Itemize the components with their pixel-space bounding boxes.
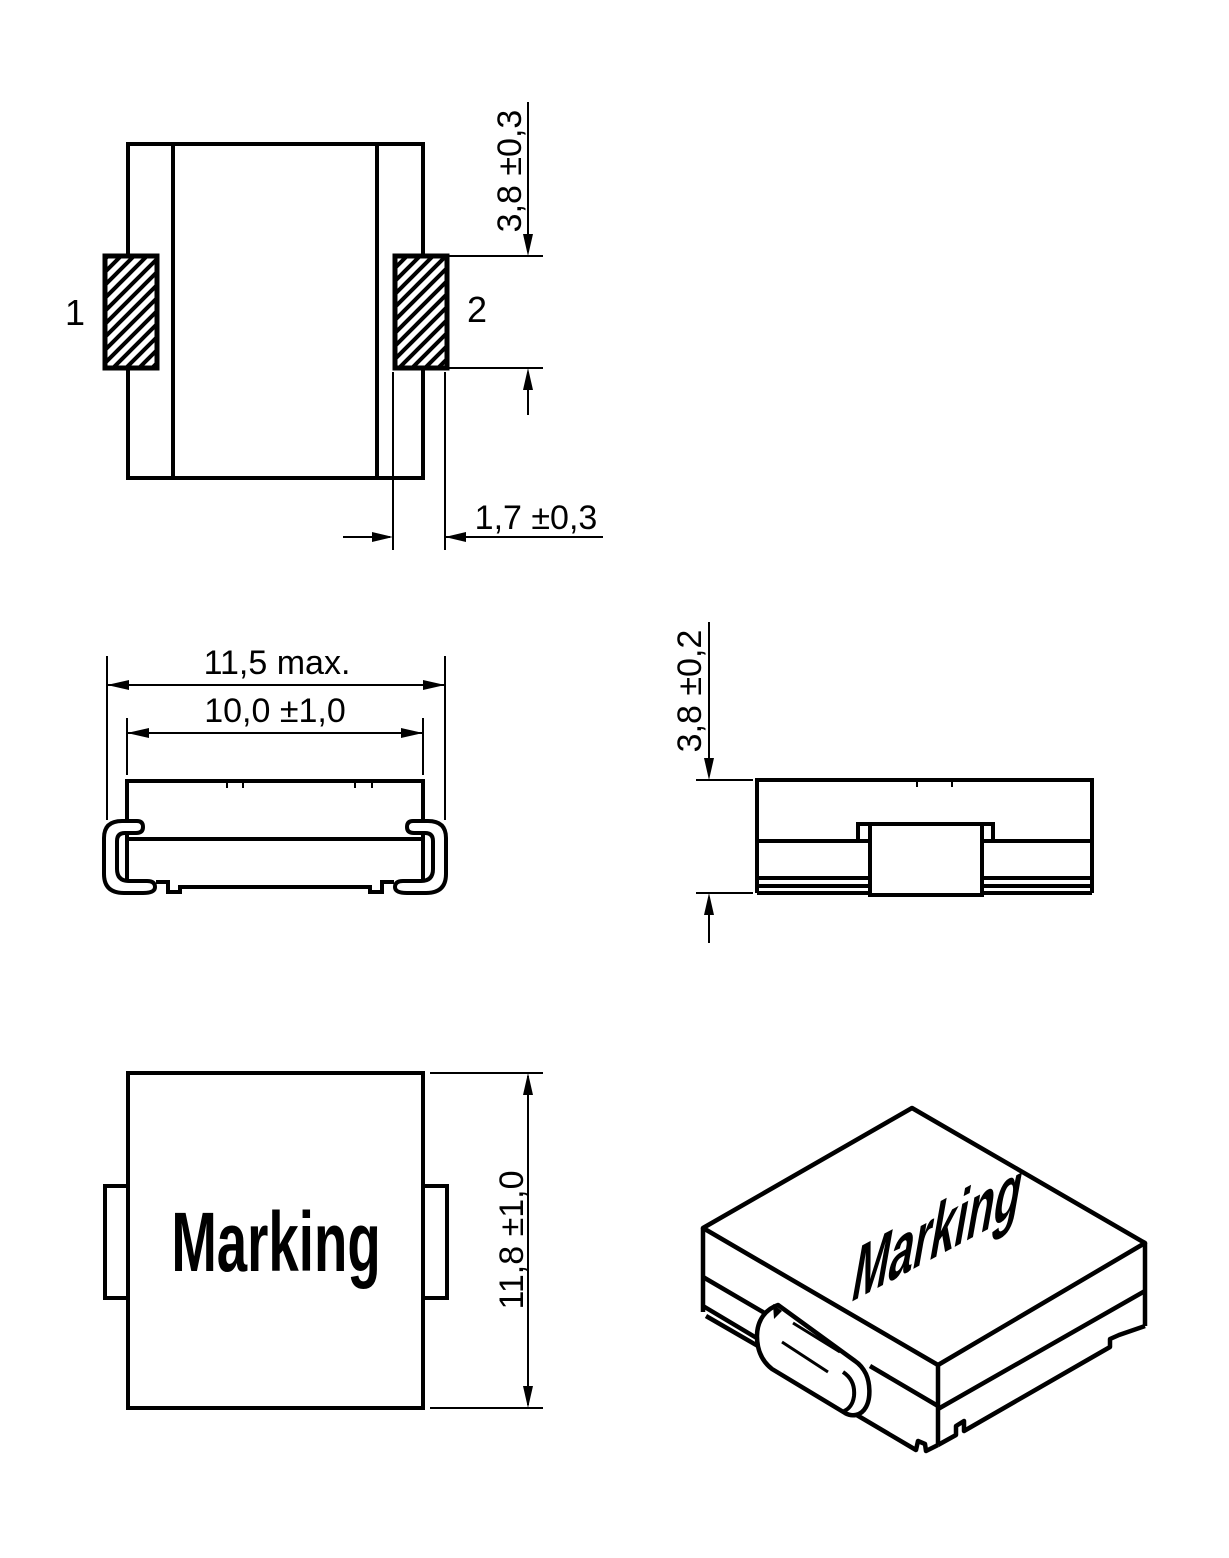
side-view xyxy=(102,656,448,895)
terminal-1-pad xyxy=(102,253,160,371)
top-view-dimension-lines xyxy=(343,102,603,550)
front-view-bottom-lines xyxy=(757,876,1092,895)
dim-body-width: 10,0 ±1,0 xyxy=(204,692,346,730)
side-view-body xyxy=(125,779,425,881)
side-view-right-clip xyxy=(392,819,448,895)
top-view-body xyxy=(126,142,425,480)
front-view-body-outline xyxy=(755,778,1094,893)
dim-height: 3,8 ±0,2 xyxy=(671,629,709,753)
front-view-dimension-arrows xyxy=(704,758,714,915)
iso-clip-highlight-lines xyxy=(781,1321,841,1374)
marking-view-body xyxy=(126,1071,425,1410)
iso-terminal-clip xyxy=(754,1302,872,1418)
top-view-dimension-arrows xyxy=(372,234,533,542)
dim-overall-width: 11,5 max. xyxy=(203,644,351,682)
terminal-2-pad xyxy=(392,253,450,371)
front-view-center-strap xyxy=(856,822,995,897)
side-view-dimension-lines xyxy=(106,656,446,820)
top-view-terminal-edges xyxy=(171,144,379,478)
iso-view xyxy=(700,1105,1148,1454)
marking-view-dimension-lines xyxy=(430,1072,543,1409)
marking-view-dimension-arrows xyxy=(523,1073,533,1408)
side-view-dimension-arrows xyxy=(107,680,445,738)
dim-depth: 11,8 ±1,0 xyxy=(493,1170,531,1310)
terminal-2-label: 2 xyxy=(466,289,488,330)
front-view-dimension-lines xyxy=(696,622,753,943)
iso-clip-hook-tip xyxy=(773,1304,782,1319)
dim-terminal-width: 1,7 ±0,3 xyxy=(474,499,598,537)
marking-view-right-tab xyxy=(421,1184,449,1300)
marking-view-left-tab xyxy=(103,1184,130,1300)
side-view-bottom-edge xyxy=(156,880,394,894)
top-view xyxy=(102,102,603,550)
marking-text-front: Marking xyxy=(171,1195,381,1289)
front-view-top-edge-ticks xyxy=(916,780,953,787)
side-view-top-edge-ticks xyxy=(226,781,373,788)
marking-view xyxy=(103,1071,543,1410)
front-view xyxy=(696,622,1094,943)
terminal-1-label: 1 xyxy=(64,292,86,333)
dim-terminal-length: 3,8 ±0,3 xyxy=(491,109,529,233)
iso-clip-inner-curl xyxy=(841,1370,857,1413)
iso-right-face-lines xyxy=(936,1289,1147,1447)
side-view-left-clip xyxy=(102,819,158,895)
iso-left-face-lines xyxy=(701,1275,940,1454)
